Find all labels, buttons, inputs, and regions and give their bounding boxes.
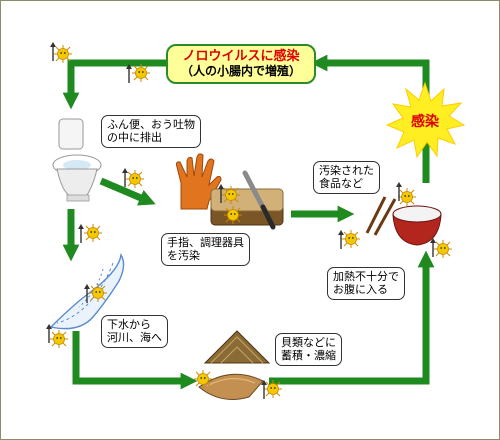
food-bowl-illustration bbox=[365, 196, 442, 246]
cycle-arrows bbox=[62, 54, 435, 390]
virus-icon bbox=[53, 44, 73, 64]
up-arrow-icon bbox=[49, 41, 57, 62]
virus-icon bbox=[341, 229, 361, 249]
virus-icon bbox=[433, 239, 453, 259]
up-arrow-icon bbox=[429, 237, 437, 258]
toilet-illustration bbox=[52, 118, 102, 202]
virus-icon bbox=[193, 369, 213, 389]
up-arrow-icon bbox=[121, 167, 129, 188]
arrow-shellfish-to-food bbox=[269, 250, 435, 385]
virus-icon bbox=[83, 223, 103, 243]
virus-icon bbox=[263, 379, 283, 399]
virus-icon bbox=[221, 185, 241, 205]
title-sub: （人の小腸内で増殖） bbox=[180, 64, 301, 78]
arrow-human-to-excretion bbox=[62, 59, 166, 110]
up-arrow-icon bbox=[125, 63, 133, 84]
virus-icon bbox=[125, 169, 145, 189]
label-undercooked: 加熱不十分で お腹に入る bbox=[327, 267, 405, 300]
cutting-board-illustration bbox=[210, 170, 284, 230]
shellfish-illustration bbox=[198, 330, 271, 400]
human-infection-box: ノロウイルスに感染 （人の小腸内で増殖） bbox=[166, 44, 316, 84]
label-sewage: 下水から 河川、海へ bbox=[101, 315, 168, 348]
up-arrow-icon bbox=[77, 223, 85, 244]
virus-icon bbox=[131, 63, 151, 83]
label-excretion: ふん便、おう吐物 の中に排出 bbox=[101, 115, 201, 148]
label-food: 汚染された 食品など bbox=[313, 161, 380, 194]
arrow-river-to-shellfish bbox=[72, 331, 198, 390]
label-shellfish: 貝類などに 蓄積・濃縮 bbox=[275, 333, 342, 366]
river-illustration bbox=[49, 252, 125, 330]
infection-burst bbox=[385, 81, 466, 159]
label-contamination: 手指、調理器具 を汚染 bbox=[161, 233, 250, 266]
glove-illustration bbox=[175, 153, 222, 210]
virus-icon bbox=[49, 329, 69, 349]
virus-icon bbox=[223, 205, 243, 225]
infection-label: 感染 bbox=[411, 114, 439, 130]
virus-icon bbox=[88, 283, 108, 303]
arrow-toilet-to-hands bbox=[99, 177, 156, 206]
title-main: ノロウイルスに感染 bbox=[182, 49, 300, 64]
virus-icon bbox=[397, 187, 417, 207]
